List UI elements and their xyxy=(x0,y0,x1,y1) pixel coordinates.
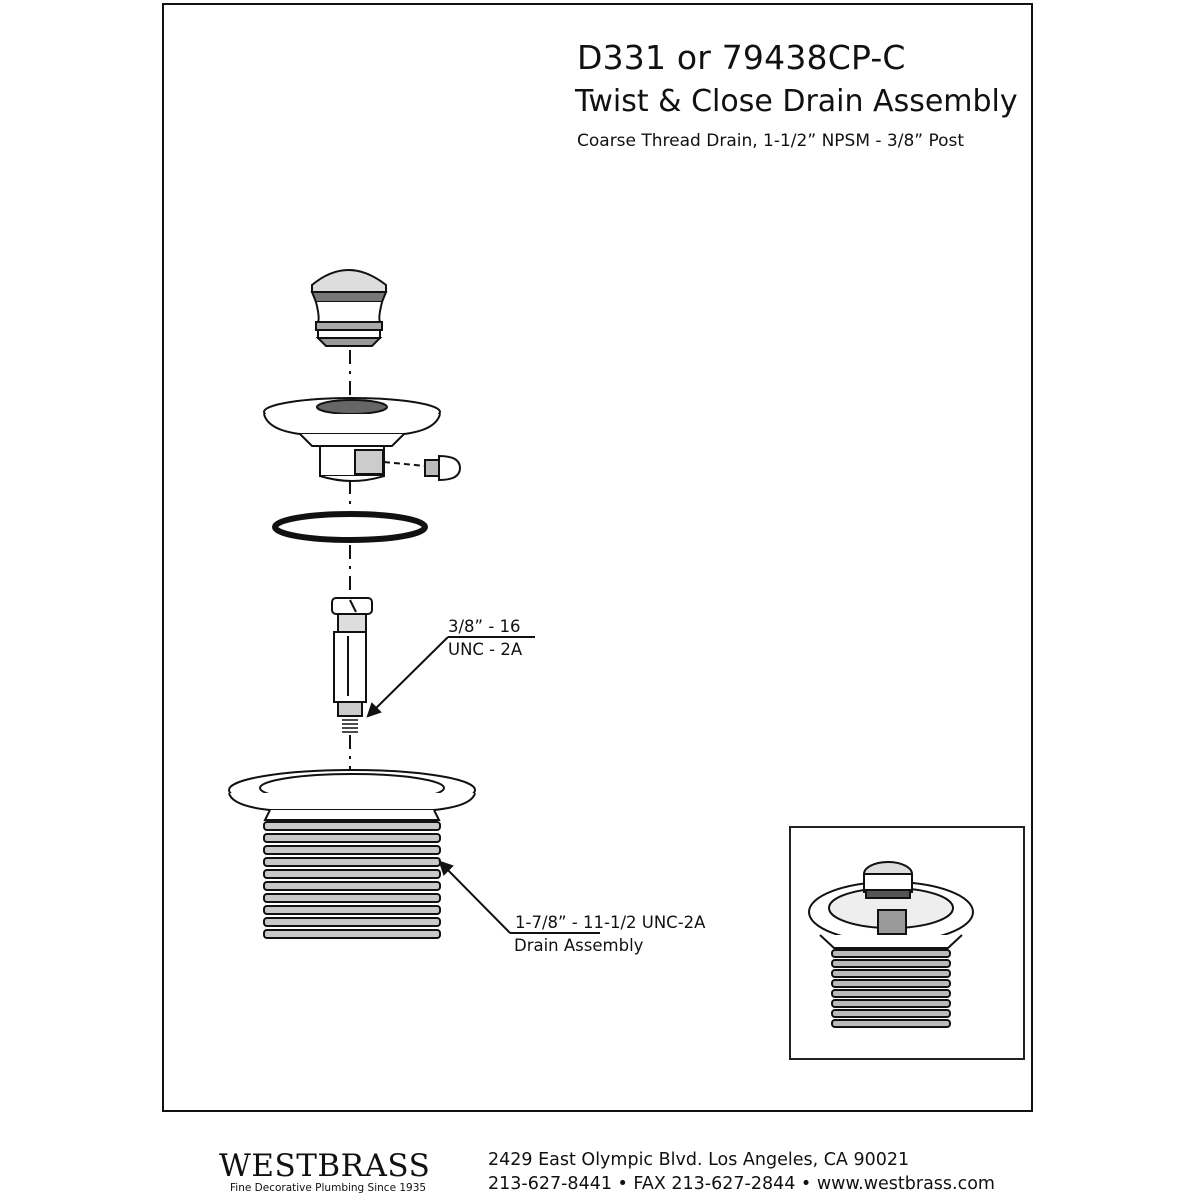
assembled-inset-view xyxy=(808,861,974,1028)
set-screw xyxy=(383,454,462,482)
post-thread-label-1: 3/8” - 16 xyxy=(448,617,521,636)
drain-thread-label-1: 1-7/8” - 11-1/2 UNC-2A xyxy=(515,913,706,932)
post-thread-label-2: UNC - 2A xyxy=(448,640,523,659)
company-address: 2429 East Olympic Blvd. Los Angeles, CA … xyxy=(488,1150,910,1170)
gasket-ring xyxy=(272,511,428,543)
brand-tagline: Fine Decorative Plumbing Since 1935 xyxy=(230,1182,427,1194)
company-contact: 213-627-8441 • FAX 213-627-2844 • www.we… xyxy=(488,1174,995,1194)
inset-frame xyxy=(789,826,1025,1060)
post-thread-leader xyxy=(366,636,535,718)
brand-logo: WESTBRASS xyxy=(219,1148,431,1184)
stopper-body xyxy=(263,397,441,482)
drain-thread-label-2: Drain Assembly xyxy=(514,936,644,955)
drain-body xyxy=(228,769,476,939)
drawing-border xyxy=(162,3,1033,1112)
drawing-title: D331 or 79438CP-C xyxy=(577,38,906,77)
drawing-spec: Coarse Thread Drain, 1-1/2” NPSM - 3/8” … xyxy=(577,131,965,151)
stopper-cap xyxy=(310,269,388,347)
drawing-subtitle: Twist & Close Drain Assembly xyxy=(575,84,1018,119)
drain-thread-leader xyxy=(438,860,600,934)
threaded-post xyxy=(331,597,373,733)
